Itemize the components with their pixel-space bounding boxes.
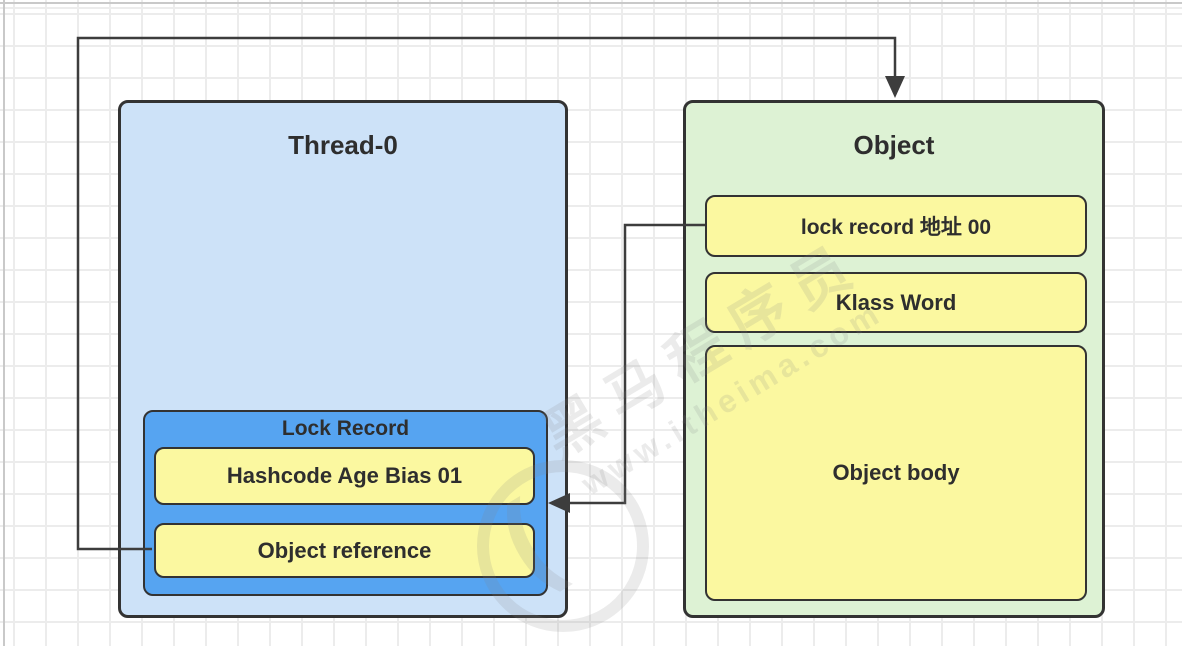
page-edge-left — [3, 0, 5, 646]
object-title: Object — [853, 130, 935, 160]
object-slot-object-body: Object body — [705, 345, 1087, 601]
object-slot-klass-word: Klass Word — [705, 272, 1087, 333]
object-slot-lock-record-address: lock record 地址 00 — [705, 195, 1087, 257]
lock-record-slot-hashcode-age-bias: Hashcode Age Bias 01 — [154, 447, 535, 505]
lock-record-box: Lock Record Hashcode Age Bias 01 Object … — [143, 410, 548, 596]
object-box: Object lock record 地址 00 Klass Word Obje… — [683, 100, 1105, 618]
page-edge-top — [0, 2, 1182, 4]
arrowhead-down-icon — [885, 76, 905, 98]
lock-record-title: Lock Record — [281, 417, 410, 440]
thread-box: Thread-0 Lock Record Hashcode Age Bias 0… — [118, 100, 568, 618]
thread-title: Thread-0 — [288, 130, 398, 160]
lock-record-slot-object-reference: Object reference — [154, 523, 535, 578]
